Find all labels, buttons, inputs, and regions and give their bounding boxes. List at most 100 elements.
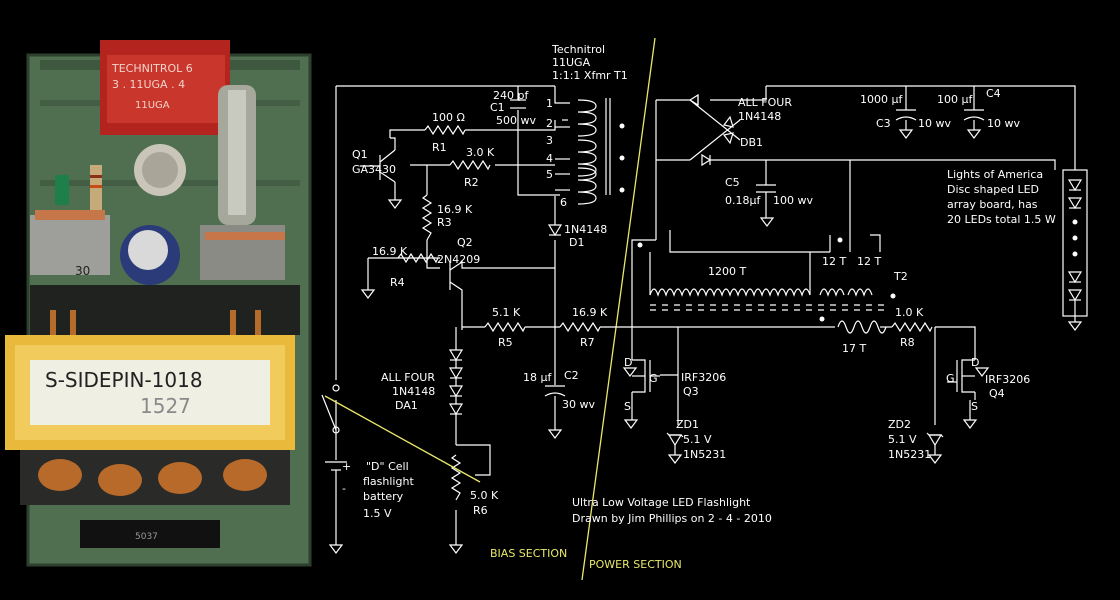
power-switch[interactable]	[321, 384, 340, 434]
battery-plus: +	[342, 460, 351, 473]
t1-pin-4: 4	[546, 152, 553, 165]
r2-symbol	[449, 159, 491, 171]
led-label-3: array board, has	[947, 198, 1038, 211]
battery-minus: -	[342, 482, 346, 495]
r2-value: 3.0 K	[466, 146, 495, 159]
c4-value: 100 μf	[937, 93, 973, 106]
led-label-2: Disc shaped LED	[947, 183, 1039, 196]
r3-ref: R3	[437, 216, 452, 229]
t1-transformer	[577, 98, 611, 205]
r1-symbol	[424, 124, 466, 136]
r4-symbol	[397, 252, 439, 264]
circuit-board-photo: TECHNITROL 6 3 . 11UGA . 4 11UGA 30 S-SI…	[0, 0, 320, 600]
bobbin-sub-number: 1527	[140, 394, 191, 418]
da1-label-2: 1N4148	[392, 385, 435, 398]
bias-section-label: BIAS SECTION	[490, 547, 567, 560]
mosfet-q3	[30, 215, 110, 275]
d1-part: 1N4148	[564, 223, 607, 236]
q4-s: S	[971, 400, 978, 413]
db1-label-3: DB1	[740, 136, 763, 149]
zd2-ref: ZD2	[888, 418, 911, 431]
q1-part: GA3430	[352, 163, 396, 176]
c1-voltage: 500 wv	[496, 114, 536, 127]
zener-diodes	[666, 432, 944, 455]
xfmr-label: TECHNITROL 6	[111, 62, 193, 75]
c2-value: 18 μf	[523, 371, 552, 384]
c3-value: 1000 μf	[860, 93, 903, 106]
r6-value: 5.0 K	[470, 489, 499, 502]
section-divider	[581, 37, 656, 581]
t1-pin-1: 1	[546, 97, 553, 110]
zd2-voltage: 5.1 V	[888, 433, 917, 446]
q3-mosfet	[622, 359, 660, 405]
db1-label-1: ALL FOUR	[738, 96, 792, 109]
power-resistor	[80, 520, 220, 548]
c5-ref: C5	[725, 176, 740, 189]
q4-g: G	[946, 372, 955, 385]
t2-sec-a: 12 T	[822, 255, 846, 268]
xfmr-part2: 11UGA	[135, 100, 170, 111]
c2-voltage: 30 wv	[562, 398, 595, 411]
xfmr-part: 3 . 11UGA . 4	[112, 78, 185, 91]
zd1-part: 1N5231	[683, 448, 726, 461]
t2-feedback: 17 T	[842, 342, 866, 355]
zd1-voltage: 5.1 V	[683, 433, 712, 446]
resistors	[397, 124, 933, 501]
c4-ref: C4	[986, 87, 1001, 100]
title-line-1: Ultra Low Voltage LED Flashlight	[572, 496, 751, 509]
battery-label-2: flashlight	[363, 475, 414, 488]
c3-c4-c5-capacitors	[756, 109, 985, 218]
c2-ref: C2	[564, 369, 579, 382]
t1-label-3: 1:1:1 Xfmr T1	[552, 69, 628, 82]
zd1-ref: ZD1	[676, 418, 699, 431]
c5-value: 0.18μf	[725, 194, 761, 207]
power-resistor-label: 5037	[135, 532, 158, 542]
q4-ref: Q4	[989, 387, 1005, 400]
q3-d: D	[624, 356, 632, 369]
c2-capacitor	[544, 385, 566, 405]
bobbin-part-number: S-SIDEPIN-1018	[45, 368, 203, 392]
c3-voltage: 10 wv	[918, 117, 951, 130]
da1-diode-chain	[448, 345, 464, 420]
battery-label-1: "D" Cell	[366, 460, 409, 473]
db1-label-2: 1N4148	[738, 110, 781, 123]
r7-symbol	[559, 321, 601, 333]
technitrol-transformer: TECHNITROL 6 3 . 11UGA . 4 11UGA	[100, 40, 230, 135]
q4-mosfet	[947, 359, 990, 400]
t2-ref: T2	[893, 270, 908, 283]
d1-diode	[547, 224, 563, 237]
r6-symbol	[450, 454, 462, 501]
r4-ref: R4	[390, 276, 405, 289]
d1-ref: D1	[569, 236, 584, 249]
r5-value: 5.1 K	[492, 306, 521, 319]
r1-value: 100 Ω	[432, 111, 465, 124]
r8-ref: R8	[900, 336, 915, 349]
t1-label-1: Technitrol	[551, 43, 605, 56]
q2-part: 2N4209	[437, 253, 480, 266]
power-section-label: POWER SECTION	[589, 558, 682, 571]
led-label-1: Lights of America	[947, 168, 1043, 181]
labels: Technitrol 11UGA 1:1:1 Xfmr T1 240 pf C1…	[352, 43, 1056, 571]
c4-voltage: 10 wv	[987, 117, 1020, 130]
r3-value: 16.9 K	[437, 203, 473, 216]
c5-voltage: 100 wv	[773, 194, 813, 207]
q4-d: D	[971, 356, 979, 369]
r7-value: 16.9 K	[572, 306, 608, 319]
bobbin-label	[30, 360, 270, 425]
t2-primary: 1200 T	[708, 265, 746, 278]
zd2-part: 1N5231	[888, 448, 931, 461]
q1-ref: Q1	[352, 148, 368, 161]
c1-ref: C1	[490, 101, 505, 114]
t1-pin-5: 5	[546, 168, 553, 181]
r7-ref: R7	[580, 336, 595, 349]
t2-sec-b: 12 T	[857, 255, 881, 268]
q3-g: G	[649, 372, 658, 385]
db1-bridge	[688, 93, 734, 167]
q3-ref: Q3	[683, 385, 699, 398]
r6-wiper-arrow	[324, 395, 481, 483]
t2-transformer	[649, 252, 890, 334]
r2-ref: R2	[464, 176, 479, 189]
t1-pin-2: 2	[546, 117, 553, 130]
led-label-4: 20 LEDs total 1.5 W	[947, 213, 1056, 226]
